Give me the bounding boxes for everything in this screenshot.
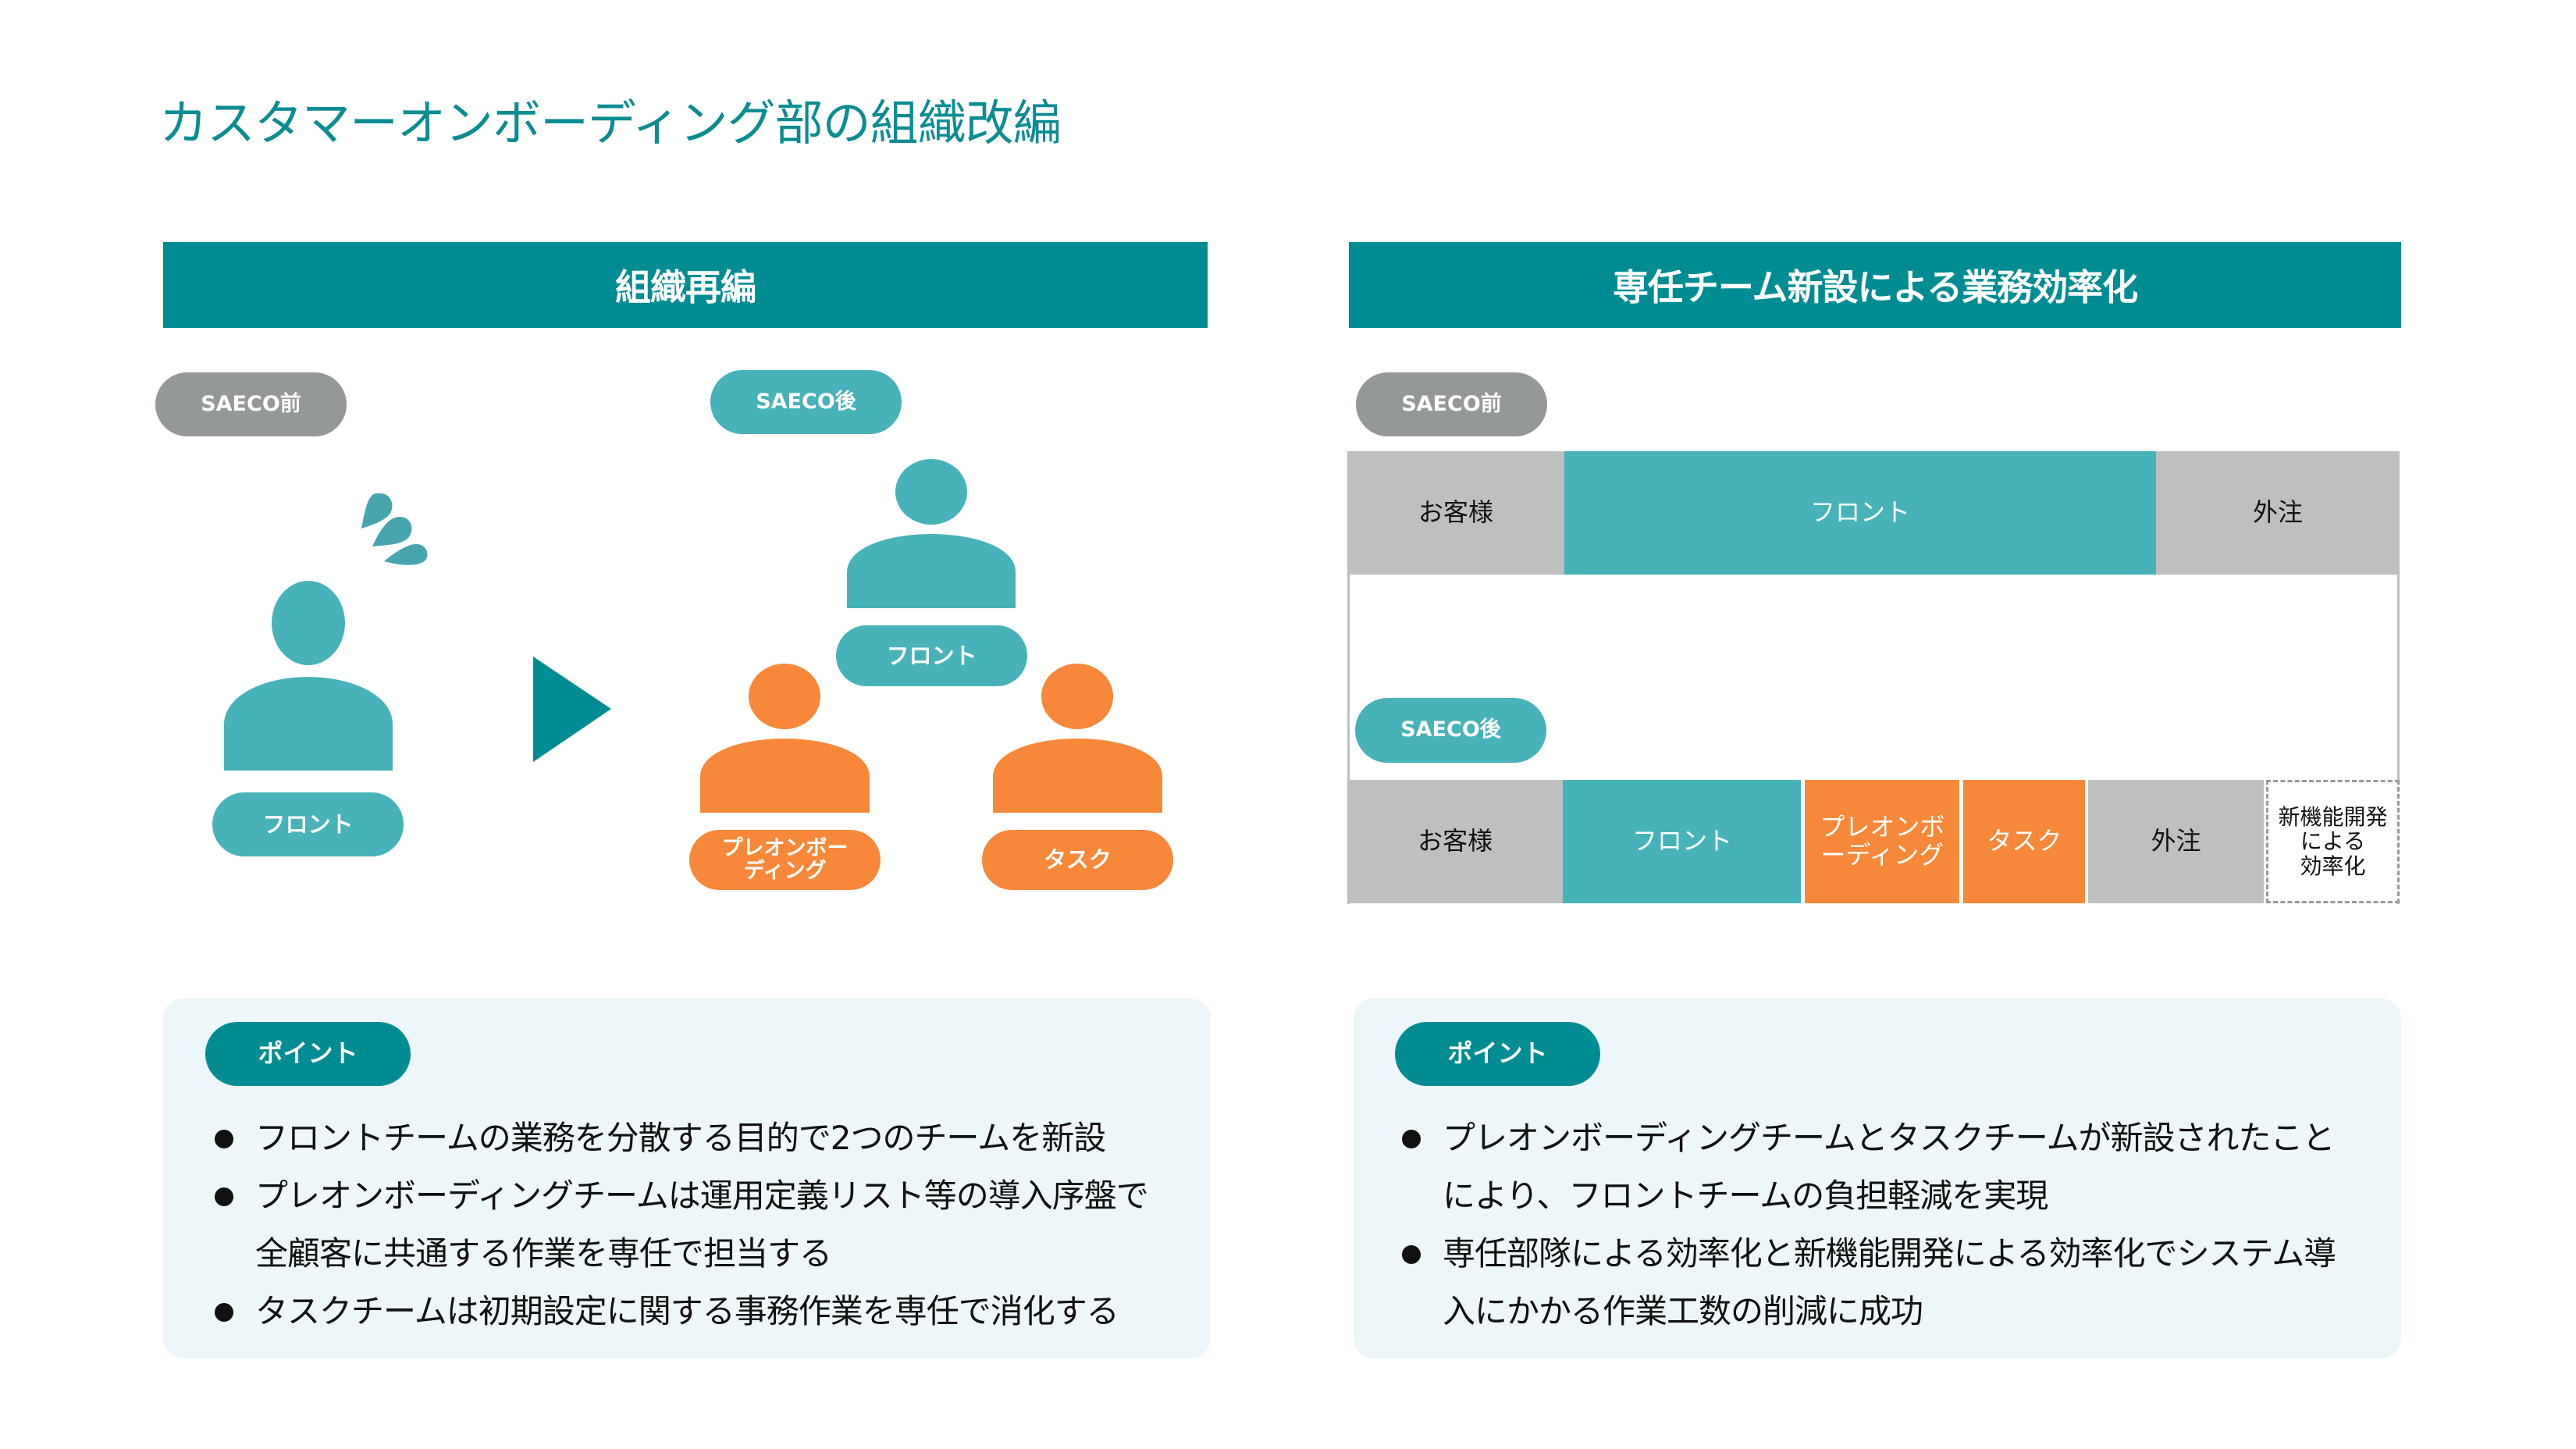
point-label-left: ポイント — [205, 1022, 411, 1086]
before-tag-label: SAECO前 — [201, 391, 301, 416]
point-item: プレオンボーディングチームは運用定義リスト等の導入序盤で 全顧客に共通する作業を… — [215, 1167, 1190, 1283]
point-list-left: フロントチームの業務を分散する目的で2つのチームを新設 プレオンボーディングチー… — [215, 1109, 1190, 1340]
workflow-frame — [1347, 451, 2400, 904]
page-title: カスタマーオンボーディング部の組織改編 — [159, 94, 1062, 151]
member-label-text: フロント — [886, 642, 977, 669]
after-tag-label: SAECO後 — [756, 389, 856, 414]
segment-new-feature: 新機能開発 による 効率化 — [2266, 780, 2400, 903]
after-tag: SAECO後 — [710, 370, 902, 434]
section-header-label: 組織再編 — [615, 266, 756, 308]
segment-preonboarding: プレオンボ ーディング — [1805, 780, 1960, 903]
point-item: フロントチームの業務を分散する目的で2つのチームを新設 — [215, 1109, 1190, 1167]
member-label-task: タスク — [982, 830, 1173, 890]
point-item: 専任部隊による効率化と新機能開発による効率化でシステム導 入にかかる作業工数の削… — [1402, 1225, 2386, 1340]
segment-customer: お客様 — [1347, 780, 1564, 903]
member-label-text: プレオンボー ディング — [721, 836, 849, 883]
point-label-text: ポイント — [1447, 1038, 1548, 1069]
after-workflow-bar: お客様 フロント プレオンボ ーディング タスク 外注 新機能開発 による 効率… — [1347, 780, 2400, 903]
point-item: タスクチームは初期設定に関する事務作業を専任で消化する — [215, 1283, 1190, 1340]
before-tag-label: SAECO前 — [1401, 391, 1502, 416]
point-text: プレオンボーディングチームは運用定義リスト等の導入序盤で 全顧客に共通する作業を… — [255, 1177, 1149, 1273]
before-tag-right: SAECO前 — [1356, 372, 1547, 436]
section-header-reorganization: 組織再編 — [163, 242, 1208, 328]
bullet-icon — [215, 1303, 233, 1322]
bullet-icon — [215, 1130, 233, 1148]
sweat-drops-icon — [361, 493, 428, 565]
member-label-front-after: フロント — [836, 625, 1027, 686]
segment-outsourcing: 外注 — [2088, 780, 2264, 903]
person-icon-front-before — [224, 581, 393, 771]
person-icon-task — [993, 664, 1162, 813]
arrow-right-icon — [533, 657, 611, 762]
before-workflow-bar: お客様 フロント 外注 — [1347, 451, 2400, 575]
segment-front: フロント — [1564, 451, 2156, 575]
before-tag: SAECO前 — [155, 372, 347, 436]
bullet-icon — [215, 1187, 233, 1206]
member-label-text: フロント — [262, 810, 354, 838]
member-label-front-before: フロント — [212, 792, 404, 856]
point-list-right: プレオンボーディングチームとタスクチームが新設されたこと により、フロントチーム… — [1402, 1109, 2386, 1340]
point-label-right: ポイント — [1395, 1022, 1600, 1086]
member-label-preonboarding: プレオンボー ディング — [689, 830, 881, 890]
point-text: タスクチームは初期設定に関する事務作業を専任で消化する — [255, 1292, 1119, 1330]
member-label-text: タスク — [1043, 846, 1112, 874]
bullet-icon — [1402, 1130, 1421, 1148]
point-label-text: ポイント — [258, 1038, 358, 1069]
point-text: フロントチームの業務を分散する目的で2つのチームを新設 — [255, 1119, 1106, 1157]
point-text: プレオンボーディングチームとタスクチームが新設されたこと により、フロントチーム… — [1443, 1119, 2336, 1215]
person-icon-preonboarding — [700, 664, 870, 813]
section-header-efficiency: 専任チーム新設による業務効率化 — [1349, 242, 2401, 328]
bullet-icon — [1402, 1245, 1421, 1264]
segment-front: フロント — [1563, 780, 1802, 903]
segment-customer: お客様 — [1347, 451, 1564, 575]
after-tag-right: SAECO後 — [1355, 698, 1546, 763]
after-tag-label: SAECO後 — [1400, 717, 1501, 742]
person-icon-front-after — [847, 459, 1016, 608]
segment-task: タスク — [1963, 780, 2086, 903]
section-header-label: 専任チーム新設による業務効率化 — [1612, 266, 2138, 308]
point-text: 専任部隊による効率化と新機能開発による効率化でシステム導 入にかかる作業工数の削… — [1443, 1234, 2336, 1330]
point-item: プレオンボーディングチームとタスクチームが新設されたこと により、フロントチーム… — [1402, 1109, 2386, 1225]
segment-outsourcing: 外注 — [2156, 451, 2400, 575]
